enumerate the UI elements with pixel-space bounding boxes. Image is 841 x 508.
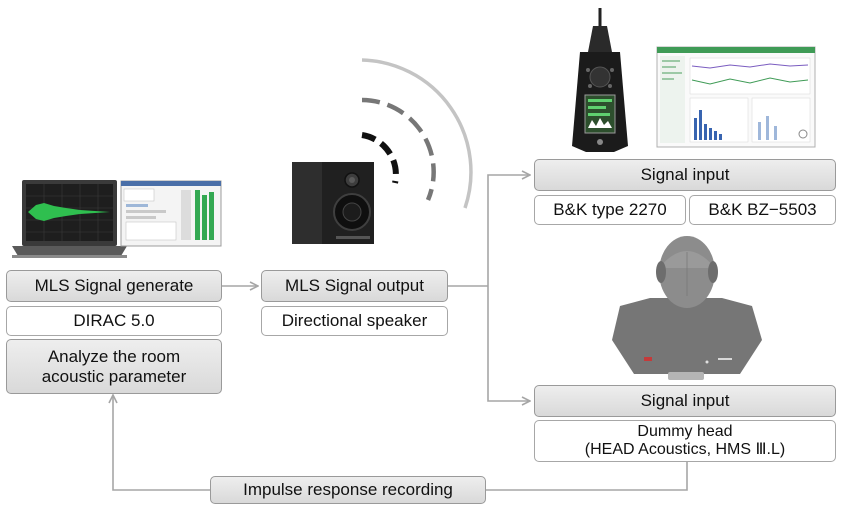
software-screenshot (120, 180, 222, 247)
laptop-icon (12, 180, 127, 258)
analyze-line-2: acoustic parameter (41, 366, 187, 386)
dummy-head-line-2: (HEAD Acoustics, HMS Ⅲ.L) (584, 441, 786, 458)
sound-level-meter-icon (572, 8, 628, 152)
directional-speaker-box: Directional speaker (261, 306, 448, 336)
arrow-branch-to-head (487, 286, 530, 401)
sound-wave-icon (361, 58, 473, 209)
signal-input-meter-box: Signal input (534, 159, 836, 191)
mls-signal-output-box: MLS Signal output (261, 270, 448, 302)
signal-input-head-box: Signal input (534, 385, 836, 417)
feedback-arrow-left (113, 395, 210, 491)
dummy-head-line-1: Dummy head (637, 423, 733, 440)
feedback-line-right (486, 461, 688, 491)
mls-signal-generate-box: MLS Signal generate (6, 270, 222, 302)
dirac-software-box: DIRAC 5.0 (6, 306, 222, 336)
speaker-icon (292, 162, 374, 244)
dummy-head-icon (612, 236, 762, 380)
impulse-response-recording-box: Impulse response recording (210, 476, 486, 504)
bk-bz-5503-box: B&K BZ−5503 (689, 195, 836, 225)
dummy-head-box: Dummy head (HEAD Acoustics, HMS Ⅲ.L) (534, 420, 836, 462)
analysis-software-screenshot (656, 46, 816, 148)
analyze-room-acoustic-box: Analyze the room acoustic parameter (6, 339, 222, 394)
arrow-branch-to-meter (487, 175, 530, 286)
bk-type-2270-box: B&K type 2270 (534, 195, 686, 225)
analyze-line-1: Analyze the room (47, 346, 181, 366)
